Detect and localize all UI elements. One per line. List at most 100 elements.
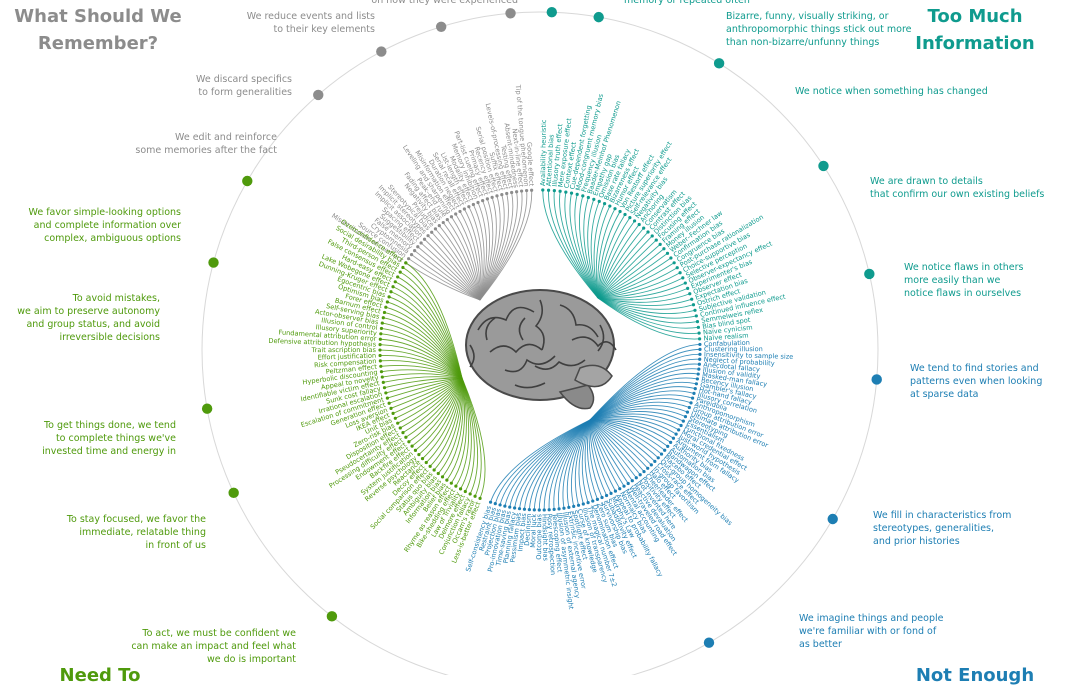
branch-line-ambiguity-bias: [437, 377, 463, 474]
bias-node-hot-hand-fallacy: [693, 387, 697, 391]
corner-title-too-much-information: Too Much Information: [915, 6, 1035, 54]
bias-node-gambler-s-fallacy: [694, 382, 698, 386]
bias-node-rosy-retrospection: [547, 508, 551, 512]
branch-line-von-restorff-effect: [597, 211, 621, 299]
branch-line-hard-easy-effect: [395, 281, 463, 379]
bias-node-defensive-attribution-hypothesis: [378, 343, 382, 347]
branch-line-picture-superiority-effect: [597, 214, 626, 299]
branch-line-confirmation-bias: [597, 257, 672, 299]
bias-node-reactive-devaluation: [630, 479, 634, 483]
bias-node-google-effect: [530, 188, 534, 192]
bias-node-neglect-of-probability: [698, 357, 702, 361]
bias-node-focusing-effect: [654, 238, 658, 242]
bias-node-ultimate-attribution-error: [685, 410, 690, 414]
bias-node-hyperbolic-discounting: [379, 370, 384, 374]
category-dot-too_much-1: [546, 7, 557, 18]
bias-node-reverse-psychology: [417, 452, 421, 457]
branch-line-context-effect: [564, 192, 599, 299]
category-dot-need_to-3: [201, 403, 213, 414]
bias-node-illusion-of-asymmetric-insight: [557, 507, 561, 511]
branch-line-time-saving-bias: [509, 419, 591, 508]
bias-label-effort-justification: Effort justification: [318, 352, 377, 362]
corner-title-not-enough: Not Enough: [915, 665, 1035, 686]
bias-node-mental-accounting: [622, 484, 626, 488]
branch-line-focusing-effect: [597, 239, 657, 299]
bias-node-actor-observer-bias: [380, 321, 384, 325]
branch-line-weber-fechner-law: [597, 252, 668, 299]
branch-line-serial-position-effect: [479, 195, 501, 301]
bias-label-declinism: Declinism: [523, 513, 533, 546]
bias-node-belief-bias: [445, 478, 449, 482]
branch-line-overconfidence-effect: [405, 262, 463, 379]
branch-line-bike-shedding-effect: [455, 377, 470, 487]
branch-line-ikea-effect: [392, 377, 463, 414]
bias-node-optimism-bias: [385, 300, 389, 304]
branch-line-illusion-of-transparency: [578, 419, 591, 505]
brain-icon: [465, 289, 617, 410]
category-text-remember-1: on how they were experienced: [371, 0, 518, 6]
branch-line-spacing-effect: [420, 242, 481, 301]
bias-node-forer-effect: [384, 305, 388, 309]
branch-line-subjective-validation: [597, 297, 696, 314]
bias-node-clustering-illusion: [698, 347, 702, 351]
bias-node-occam-s-razor: [473, 494, 477, 498]
bias-node-absent-mindedness: [515, 190, 519, 194]
branch-line-survivorship-bias: [588, 419, 603, 498]
branch-line-subadditivity-effect: [589, 419, 607, 496]
branch-line-expectation-bias: [597, 297, 692, 307]
branch-line-absent-mindedness: [479, 191, 518, 301]
branch-line-experimenter-s-bias: [597, 287, 688, 301]
bias-node-fundamental-attribution-error: [378, 337, 382, 341]
branch-line-denomination-effect: [584, 419, 594, 502]
bias-node-unit-bias: [393, 416, 397, 420]
branch-line-curse-of-knowledge: [574, 419, 591, 506]
bias-node-bike-shedding-effect: [454, 484, 458, 488]
bias-node-reactance: [420, 457, 425, 461]
branch-line-distinction-bias: [597, 235, 653, 299]
bias-node-system-justification: [413, 448, 418, 452]
branch-line-appeal-to-novelty: [382, 373, 463, 379]
bias-node-serial-position-effect: [495, 194, 499, 198]
bias-node-recency-illusion: [695, 377, 699, 381]
branch-line-pareidolia: [589, 394, 693, 421]
branch-line-endowment-effect: [408, 377, 463, 443]
bias-node-na-ve-realism: [698, 337, 702, 341]
bias-node-essentialism: [681, 419, 685, 423]
bias-node-availability-heuristic: [541, 188, 545, 192]
bias-node-self-consistency-bias: [488, 500, 493, 504]
branch-line-source-confusion: [408, 258, 481, 301]
bias-node-observer-expectancy-effect: [683, 281, 687, 285]
category-text-too_much-1: memory or repeated often: [624, 0, 750, 6]
bias-node-distinction-bias: [650, 234, 654, 238]
branch-line-empathy-gap: [587, 199, 599, 299]
branch-line-conjunction-fallacy: [461, 377, 479, 495]
branch-line-illusory-truth-effect: [553, 190, 599, 299]
branch-line-third-person-effect: [399, 271, 463, 379]
branch-line-argument-from-fallacy: [589, 418, 674, 439]
bias-node-outcome-bias: [537, 508, 541, 512]
branch-line-illusory-superiority: [380, 333, 463, 379]
branch-line-telescoping-effect: [553, 419, 591, 510]
bias-node-masked-man-fallacy: [696, 372, 700, 376]
bias-node-telescoping-effect: [552, 507, 556, 511]
bias-label-rosy-retrospection: Rosy retrospection: [545, 514, 557, 576]
category-dot-remember-3: [376, 46, 387, 57]
bias-node-just-world-hypothesis: [674, 432, 678, 436]
category-text-remember-2: We reduce events and lists to their key …: [246, 11, 375, 35]
branch-line-forer-effect: [385, 306, 463, 379]
bias-node-disposition-effect: [398, 426, 402, 430]
branch-line-gambler-s-fallacy: [589, 381, 697, 421]
bias-label-impact-bias: Impact bias: [516, 512, 528, 552]
branch-line-identifiable-victim-effect: [383, 376, 463, 383]
category-dot-need_to-2: [208, 257, 219, 268]
branch-line-implicit-association: [424, 238, 481, 301]
branch-line-disposition-effect: [400, 377, 463, 429]
bias-node-primacy-effect: [485, 197, 489, 201]
bias-node-humor-effect: [613, 207, 617, 211]
bias-node-declinism: [527, 508, 531, 512]
bias-node-confabulation: [698, 342, 702, 347]
branch-line-mental-accounting: [589, 419, 625, 487]
bias-node-confirmation-bias: [669, 256, 673, 260]
branch-line-mere-exposure-effect: [559, 191, 599, 299]
bias-node-planning-fallacy: [513, 506, 517, 510]
